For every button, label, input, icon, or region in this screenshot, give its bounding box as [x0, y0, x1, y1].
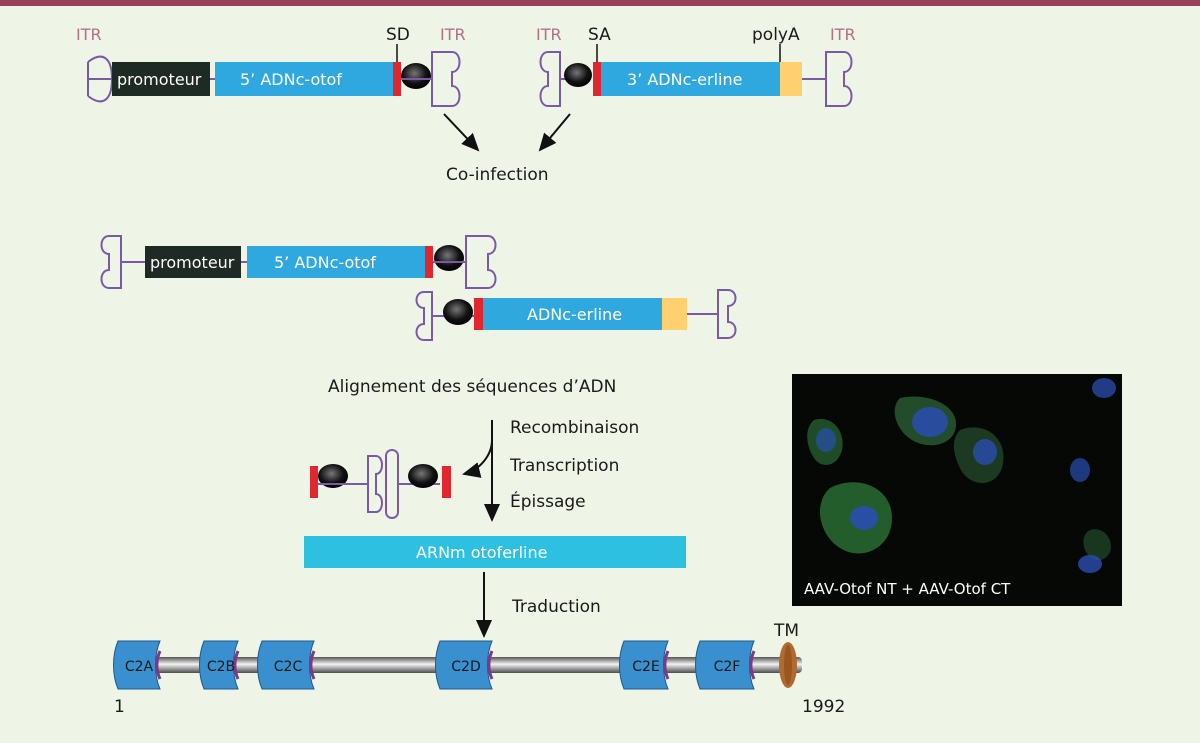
- sd-site: [425, 246, 433, 278]
- sa-site: [593, 62, 601, 96]
- domain-c2f: C2F: [695, 640, 756, 690]
- cdna-erline-label: ADNc-erline: [527, 305, 622, 324]
- concatemer: promoteur 5’ ADNc-otof ADNc-erline: [100, 235, 737, 341]
- end-residue: 1992: [802, 697, 845, 717]
- splice-oval: [401, 63, 431, 89]
- polya-block: [780, 62, 802, 96]
- recombination-label: Recombinaison: [510, 418, 639, 438]
- recombined-intron: [310, 449, 451, 519]
- loop-arrow: [462, 439, 493, 478]
- mrna-bar: [304, 536, 686, 568]
- domain-c2e: C2E: [619, 640, 670, 690]
- splice-oval: [564, 63, 592, 87]
- domain-c2a: C2A: [113, 640, 162, 690]
- domain-label: C2D: [451, 659, 480, 675]
- polya-label: polyA: [752, 25, 800, 45]
- itr-label: ITR: [76, 25, 102, 44]
- sd-site: [310, 466, 318, 498]
- promoter-label: promoteur: [117, 70, 202, 89]
- domain-label: C2F: [714, 659, 741, 675]
- sa-site: [442, 466, 451, 498]
- itr-hairpin-left: [100, 235, 145, 289]
- splice-oval: [443, 299, 473, 325]
- cdna-3prime-block: [601, 62, 780, 96]
- photo-caption: AAV-Otof NT + AAV-Otof CT: [804, 580, 1011, 598]
- splice-oval: [408, 464, 438, 488]
- cdna-3prime-label: 3’ ADNc-erline: [627, 70, 742, 89]
- alignment-label: Alignement des séquences d’ADN: [328, 377, 616, 397]
- itr-label: ITR: [440, 25, 466, 44]
- promoter-block: [112, 62, 210, 96]
- transcription-label: Transcription: [509, 456, 619, 476]
- itr-hairpin-left-2: [415, 291, 476, 341]
- coinfection-label: Co-infection: [446, 165, 549, 185]
- otoferlin-protein: C2A C2B C2C C2D C2E C2F TM 1 1992: [113, 621, 845, 717]
- microscopy-image: AAV-Otof NT + AAV-Otof CT: [792, 374, 1122, 606]
- splicing-label: Épissage: [510, 490, 586, 512]
- domain-label: C2B: [207, 659, 235, 675]
- arrow-left: [443, 113, 480, 152]
- cdna-erline-block: [483, 298, 662, 330]
- polya-block: [662, 298, 687, 330]
- splice-oval: [434, 245, 464, 271]
- tm-domain: [779, 642, 797, 688]
- sa-label: SA: [588, 25, 611, 45]
- vector-5prime: ITR SD ITR promoteur 5’ ADNc-otof: [76, 25, 466, 107]
- domain-label: C2A: [125, 659, 154, 675]
- itr-label: ITR: [830, 25, 856, 44]
- sa-site: [474, 298, 483, 330]
- mrna-label: ARNm otoferline: [416, 543, 547, 562]
- tm-label: TM: [773, 621, 799, 641]
- cdna-5prime-block: [247, 246, 425, 278]
- domain-group: C2A C2B C2C C2D C2E C2F: [113, 640, 756, 690]
- domain-c2b: C2B: [199, 640, 240, 690]
- domain-label: C2E: [632, 659, 660, 675]
- itr-hairpin-left: [539, 51, 576, 107]
- promoter-label: promoteur: [150, 253, 235, 272]
- itr-label: ITR: [536, 25, 562, 44]
- start-residue: 1: [114, 697, 125, 717]
- sd-site: [393, 62, 401, 96]
- cdna-5prime-block: [215, 62, 393, 96]
- itr-hairpin-left: [87, 55, 113, 103]
- sd-label: SD: [386, 25, 410, 45]
- itr-hairpin-right: [802, 51, 853, 107]
- domain-c2c: C2C: [257, 640, 316, 690]
- vector-3prime: ITR SA polyA ITR 3’ ADNc-erline: [536, 25, 856, 107]
- itr-hairpin-right: [401, 51, 461, 107]
- itr-hairpin-right-2: [687, 289, 737, 339]
- top-border: [0, 0, 1200, 6]
- cdna-5prime-label: 5’ ADNc-otof: [274, 253, 376, 272]
- itr-hairpin-right: [433, 235, 497, 289]
- translation-label: Traduction: [511, 597, 601, 617]
- domain-label: C2C: [274, 659, 303, 675]
- domain-c2d: C2D: [435, 640, 494, 690]
- splice-oval: [318, 464, 348, 488]
- cdna-5prime-label: 5’ ADNc-otof: [240, 70, 342, 89]
- arrow-right: [538, 113, 571, 152]
- promoter-block: [145, 246, 241, 278]
